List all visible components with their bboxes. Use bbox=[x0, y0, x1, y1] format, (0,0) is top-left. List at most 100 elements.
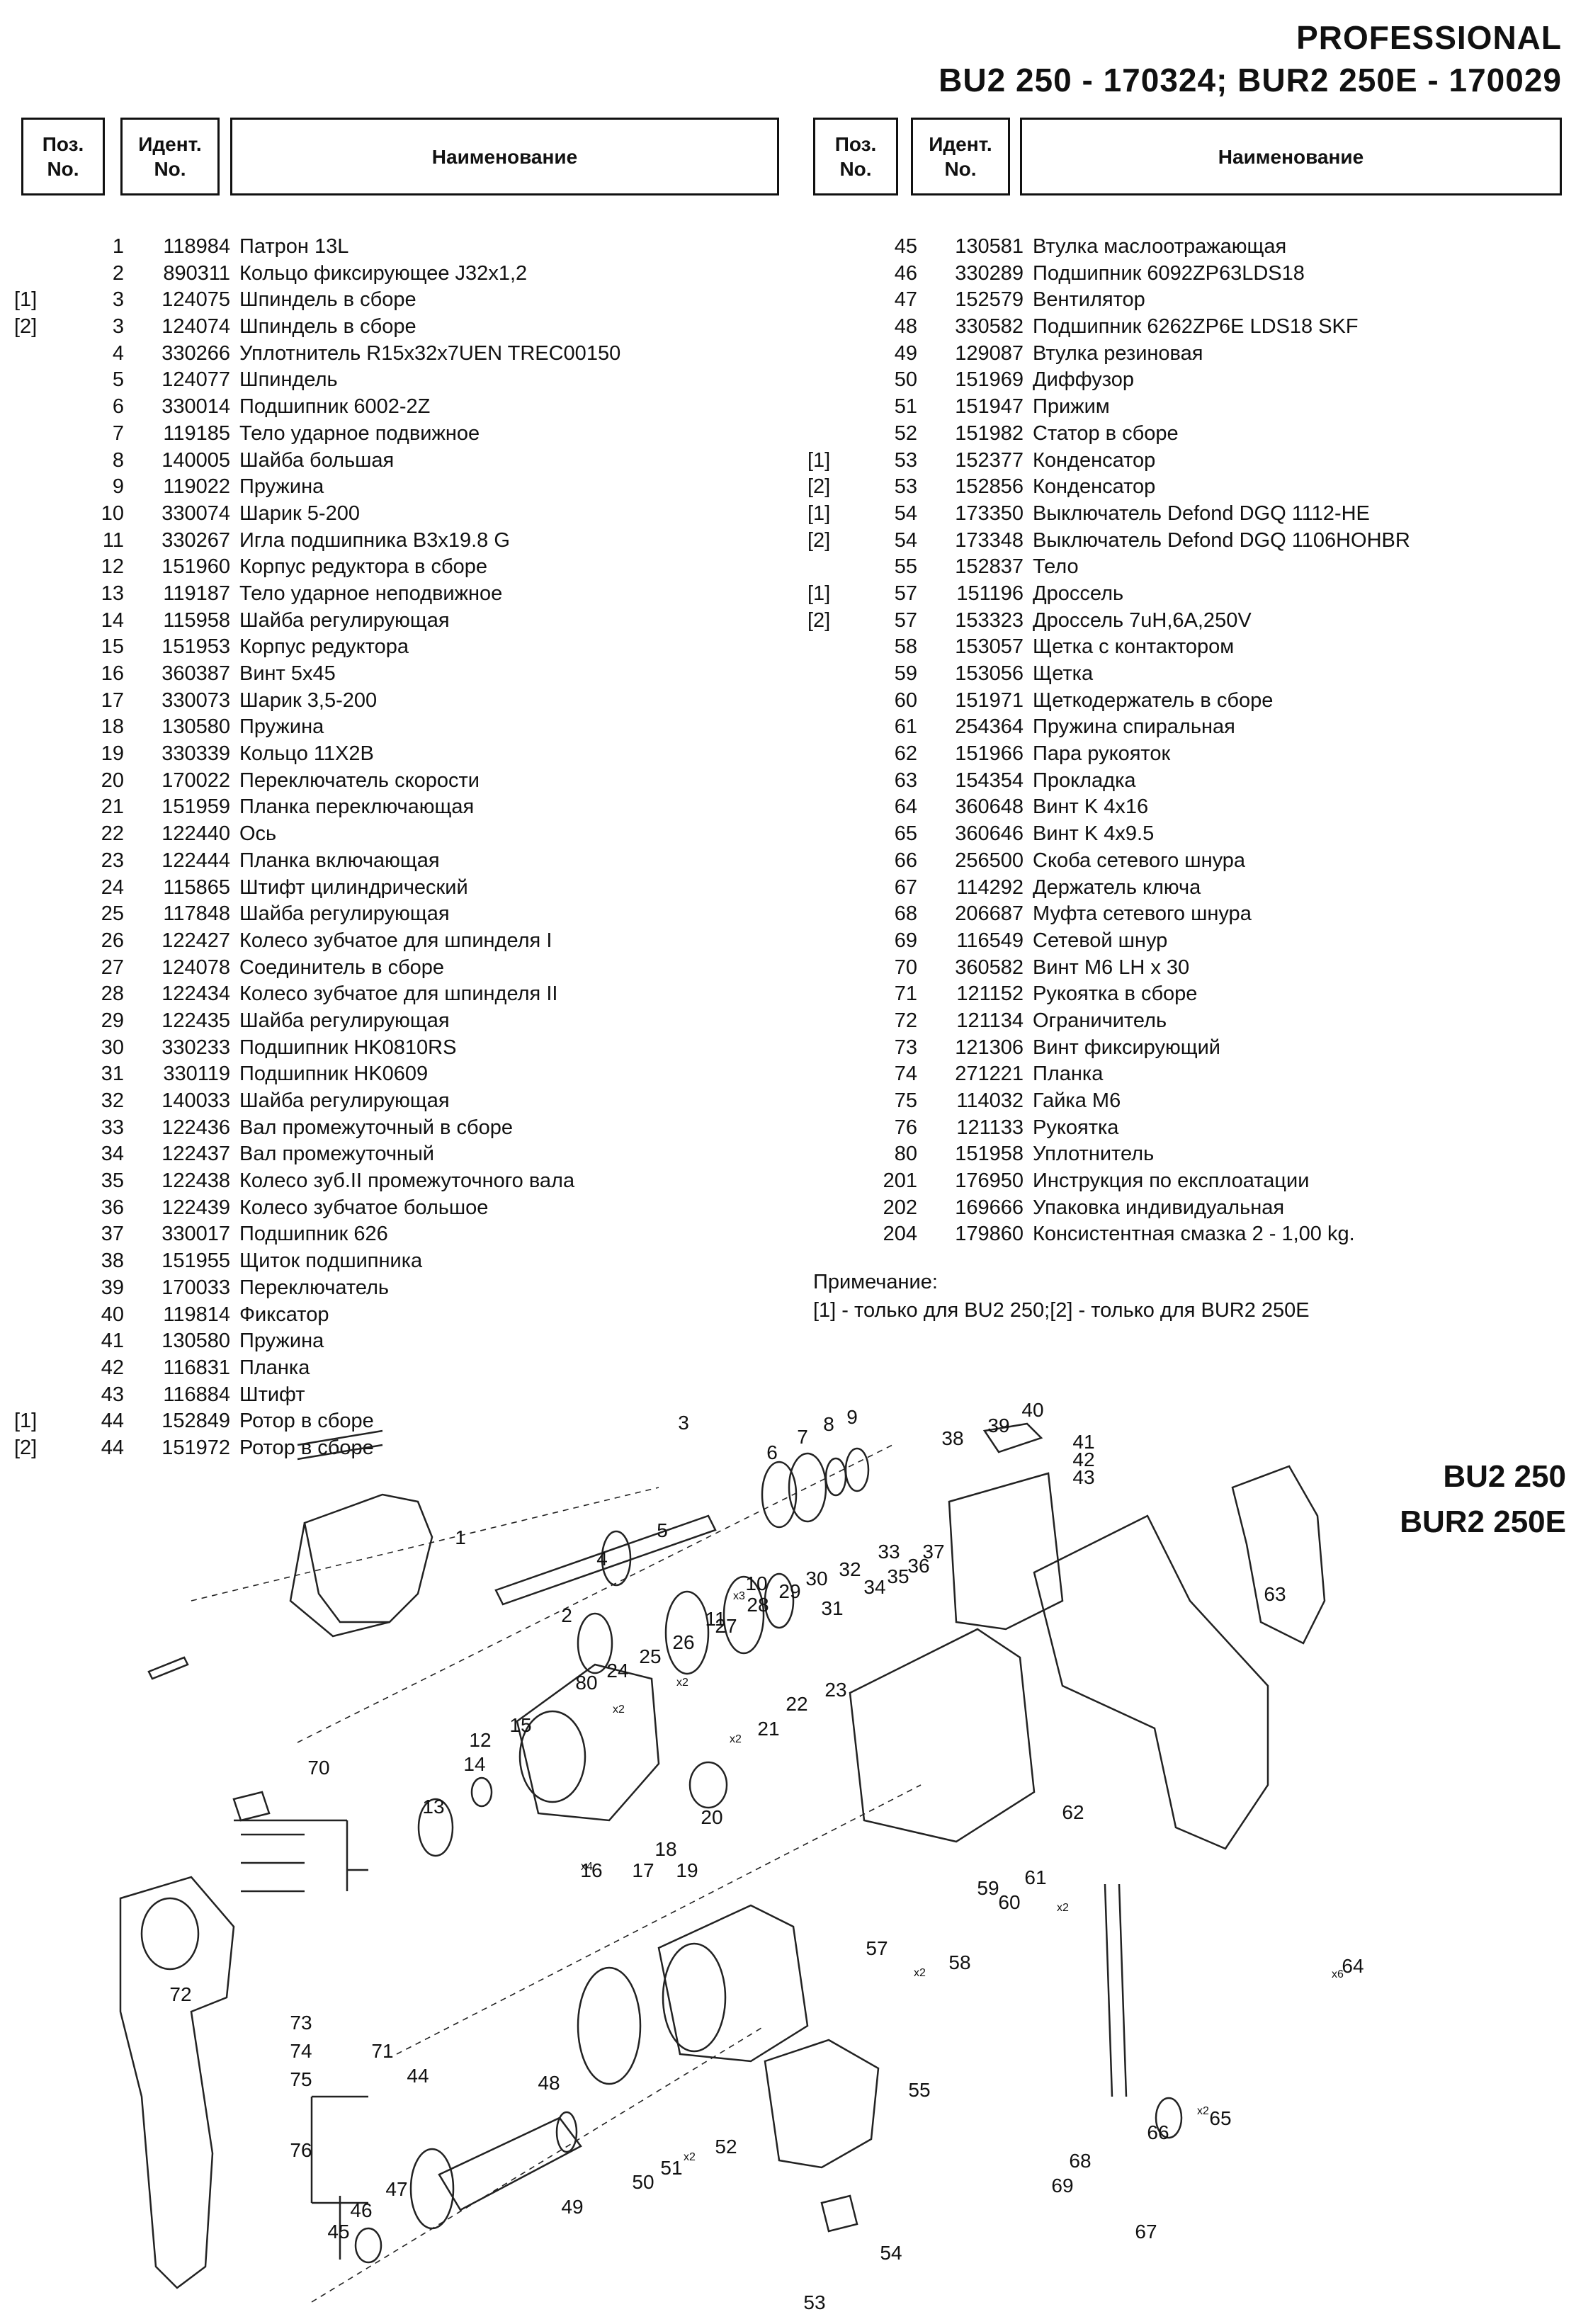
part-ident: 179860 bbox=[955, 1223, 1024, 1246]
part-pos: 25 bbox=[101, 902, 124, 926]
part-name: Щеткодержатель в сборе bbox=[1033, 688, 1274, 712]
part-pos: 45 bbox=[894, 235, 917, 258]
part-name: Вал промежуточный bbox=[239, 1143, 434, 1166]
part-pos: 80 bbox=[894, 1143, 917, 1166]
part-ident: 330267 bbox=[161, 528, 230, 552]
callout-42: 42 bbox=[1072, 1449, 1094, 1470]
part-pos: 31 bbox=[101, 1062, 124, 1086]
part-name: Колесо зуб.II промежуточного вала bbox=[239, 1169, 575, 1193]
callout-34: 34 bbox=[863, 1576, 885, 1598]
callout-9: 9 bbox=[846, 1406, 858, 1428]
callout-15: 15 bbox=[509, 1714, 531, 1736]
part-note: [1] bbox=[807, 501, 831, 525]
callout-28: 28 bbox=[747, 1594, 769, 1616]
part-pos: 68 bbox=[894, 902, 917, 926]
callout-48: 48 bbox=[538, 2072, 560, 2094]
part-name: Шпиндель в сборе bbox=[239, 288, 416, 312]
callout-24: 24 bbox=[606, 1660, 628, 1682]
part-note: [1] bbox=[14, 1410, 38, 1433]
part-pos: 29 bbox=[101, 1009, 124, 1032]
part-name: Пружина bbox=[239, 475, 324, 499]
part-ident: 140005 bbox=[161, 448, 230, 472]
model-header: BU2 250 - 170324; BUR2 250E - 170029 bbox=[939, 62, 1562, 98]
callout-54: 54 bbox=[880, 2242, 902, 2264]
part-ident: 152856 bbox=[955, 475, 1024, 499]
part-ident: 271221 bbox=[955, 1062, 1024, 1086]
part-name: Шайба регулирующая bbox=[239, 902, 450, 926]
part-ident: 114292 bbox=[956, 875, 1024, 899]
part-name: Колесо зубчатое для шпинделя I bbox=[239, 929, 552, 952]
part-ident: 119814 bbox=[163, 1303, 230, 1326]
part-pos: 34 bbox=[101, 1143, 124, 1166]
part-pos: 6 bbox=[112, 395, 124, 419]
part-ident: 256500 bbox=[955, 849, 1024, 872]
callout-13: 13 bbox=[422, 1796, 444, 1818]
part-name: Пара рукояток bbox=[1033, 742, 1171, 766]
part-name: Планка включающая bbox=[239, 849, 440, 872]
part-name: Щетка bbox=[1033, 662, 1094, 685]
part-note: [2] bbox=[807, 608, 831, 632]
part-ident: 117848 bbox=[163, 902, 230, 926]
part-pos: 204 bbox=[883, 1223, 917, 1246]
part-pos: 201 bbox=[883, 1169, 917, 1193]
part-pos: 52 bbox=[894, 421, 917, 445]
part-ident: 122435 bbox=[161, 1009, 230, 1032]
callout-21: 21 bbox=[757, 1718, 779, 1740]
part-name: Подшипник 6092ZP63LDS18 bbox=[1033, 261, 1305, 285]
part-name: Тело ударное неподвижное bbox=[239, 582, 503, 605]
callout-12: 12 bbox=[469, 1729, 491, 1751]
part-ident: 130580 bbox=[161, 1330, 230, 1353]
part-ident: 330119 bbox=[163, 1062, 230, 1086]
part-pos: 76 bbox=[894, 1116, 917, 1139]
part-ident: 360582 bbox=[955, 956, 1024, 979]
part-pos: 42 bbox=[101, 1356, 124, 1379]
part-note: [1] bbox=[807, 582, 831, 605]
col-pos-header: Поз.No. bbox=[21, 118, 105, 195]
part-ident: 122434 bbox=[161, 982, 230, 1006]
part-name: Шайба регулирующая bbox=[239, 1089, 450, 1112]
callout-50: 50 bbox=[632, 2171, 654, 2193]
part-name: Статор в сборе bbox=[1033, 421, 1179, 445]
part-ident: 330017 bbox=[161, 1223, 230, 1246]
part-name: Сетевой шнур bbox=[1033, 929, 1168, 952]
part-note: [2] bbox=[807, 475, 831, 499]
part-pos: 67 bbox=[894, 875, 917, 899]
part-name: Пружина спиральная bbox=[1033, 715, 1235, 739]
part-pos: 53 bbox=[894, 448, 917, 472]
col-ident-header: Идент.No. bbox=[911, 118, 1010, 195]
part-ident: 170033 bbox=[161, 1276, 230, 1299]
part-ident: 116884 bbox=[163, 1383, 230, 1406]
callout-64: 64 bbox=[1342, 1955, 1364, 1977]
part-ident: 115865 bbox=[163, 875, 230, 899]
part-name: Винт 5x45 bbox=[239, 662, 336, 685]
part-pos: 38 bbox=[101, 1249, 124, 1273]
part-ident: 173350 bbox=[955, 501, 1024, 525]
part-ident: 330074 bbox=[161, 501, 230, 525]
part-ident: 330289 bbox=[955, 261, 1024, 285]
part-ident: 130580 bbox=[161, 715, 230, 739]
part-ident: 151982 bbox=[955, 421, 1024, 445]
callout-30: 30 bbox=[805, 1568, 827, 1589]
part-pos: 60 bbox=[894, 688, 917, 712]
callout-55: 55 bbox=[908, 2079, 930, 2101]
part-pos: 18 bbox=[101, 715, 124, 739]
part-ident: 890311 bbox=[163, 261, 230, 285]
col-name-header: Наименование bbox=[230, 118, 779, 195]
part-pos: 20 bbox=[101, 769, 124, 792]
part-ident: 330266 bbox=[161, 341, 230, 365]
part-name: Винт M6 LH x 30 bbox=[1033, 956, 1190, 979]
quantity-marker: x2 bbox=[1057, 1902, 1069, 1914]
callout-31: 31 bbox=[821, 1597, 843, 1619]
part-name: Планка bbox=[239, 1356, 310, 1379]
callout-72: 72 bbox=[169, 1983, 191, 2005]
callout-22: 22 bbox=[786, 1693, 807, 1715]
part-pos: 43 bbox=[101, 1383, 124, 1406]
part-name: Вентилятор bbox=[1033, 288, 1145, 312]
part-ident: 360387 bbox=[161, 662, 230, 685]
part-ident: 130581 bbox=[955, 235, 1024, 258]
part-pos: 48 bbox=[894, 315, 917, 339]
part-name: Корпус редуктора в сборе bbox=[239, 555, 487, 579]
part-pos: 53 bbox=[894, 475, 917, 499]
part-pos: 46 bbox=[894, 261, 917, 285]
part-ident: 330233 bbox=[161, 1036, 230, 1059]
